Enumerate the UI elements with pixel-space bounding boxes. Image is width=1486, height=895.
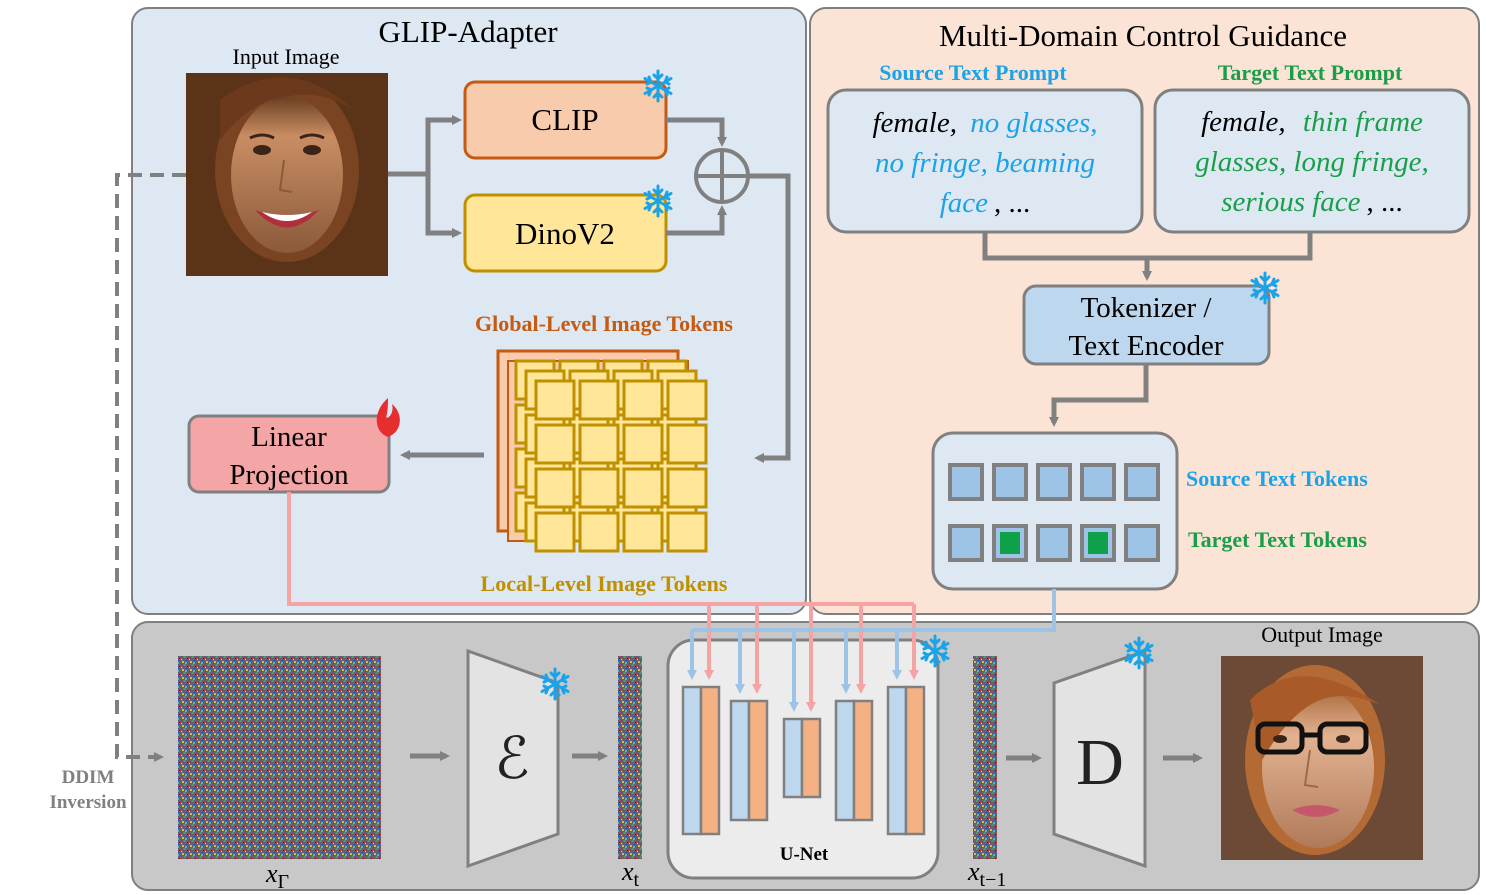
- unet-attention-block-text: [729, 699, 751, 822]
- unet-label: U-Net: [780, 844, 829, 865]
- clip-label: CLIP: [531, 102, 598, 137]
- target-text-token: [1036, 524, 1072, 562]
- ddim-inversion-dashed-arrow: [115, 173, 186, 762]
- xt-label: xt: [621, 857, 640, 891]
- tokenizer-line1: Tokenizer /: [1081, 292, 1213, 324]
- image-token: [578, 467, 620, 509]
- target-text-token: [1124, 524, 1160, 562]
- edited-target-text-token: [1088, 532, 1108, 554]
- unet-attention-block-text: [681, 685, 703, 836]
- source-prompt-line1: female, no glasses,: [872, 107, 1097, 139]
- input-image: [186, 73, 388, 276]
- target-prompt-label: Target Text Prompt: [1218, 60, 1403, 85]
- xt-1-label: xt−1: [967, 857, 1006, 891]
- latent-xt: [618, 656, 642, 859]
- unet-attention-block-text: [886, 685, 908, 836]
- decoder-trapezoid: [1052, 648, 1147, 869]
- x-gamma-label: xΓ: [265, 859, 289, 893]
- image-token: [622, 467, 664, 509]
- source-text-token: [948, 463, 984, 501]
- source-text-token: [1124, 463, 1160, 501]
- decoder-label: D: [1076, 726, 1124, 799]
- image-token: [534, 423, 576, 465]
- linear-label-line2: Projection: [229, 459, 349, 491]
- target-text-token: [948, 524, 984, 562]
- target-tokens-label: Target Text Tokens: [1188, 527, 1367, 552]
- dinov2-label: DinoV2: [515, 216, 615, 251]
- text-token-grid: [948, 463, 1160, 562]
- target-prompt-line3: serious face, ...: [1221, 186, 1403, 218]
- latent-xt-1: [973, 656, 997, 859]
- image-token: [578, 423, 620, 465]
- unet-attention-block-image: [800, 717, 822, 799]
- image-token: [666, 379, 708, 421]
- tokenizer-line2: Text Encoder: [1069, 330, 1224, 362]
- prompts-to-encoder-arrows: [982, 232, 1313, 281]
- guidance-title: Multi-Domain Control Guidance: [939, 18, 1347, 53]
- image-token: [534, 511, 576, 553]
- image-token: [666, 467, 708, 509]
- ddim-label-line2: Inversion: [49, 792, 127, 813]
- image-token: [622, 379, 664, 421]
- noise-image: [178, 656, 381, 859]
- local-tokens-label: Local-Level Image Tokens: [481, 571, 728, 596]
- output-image: [1221, 656, 1423, 860]
- encoder-label: ℰ: [494, 726, 529, 791]
- image-token: [622, 423, 664, 465]
- input-branch-arrows: [388, 115, 462, 238]
- source-tokens-label: Source Text Tokens: [1186, 466, 1368, 491]
- global-tokens-label: Global-Level Image Tokens: [475, 311, 733, 336]
- image-token: [666, 511, 708, 553]
- encoder-to-tokens-arrow: [1049, 364, 1149, 427]
- source-text-token: [1036, 463, 1072, 501]
- edited-target-text-token: [1000, 532, 1020, 554]
- target-prompt-line2: glasses, long fringe,: [1195, 146, 1429, 178]
- unet-blocks: [681, 685, 926, 836]
- source-text-token: [1080, 463, 1116, 501]
- target-prompt-line1: female, thin frame: [1201, 106, 1423, 138]
- unet-attention-block-image: [747, 699, 769, 822]
- text-tokens-box: [931, 431, 1179, 591]
- unet-attention-block-image: [904, 685, 926, 836]
- linear-label-line1: Linear: [251, 421, 327, 453]
- image-token: [622, 511, 664, 553]
- image-token: [534, 379, 576, 421]
- unet-attention-block-text: [834, 699, 856, 822]
- text-token-conditioning-lines: [687, 589, 1056, 712]
- feature-fusion-plus-icon: [694, 148, 750, 204]
- source-text-token: [992, 463, 1028, 501]
- unet-attention-block-text: [782, 717, 804, 799]
- image-token-conditioning-lines: [287, 492, 919, 712]
- trainable-fire-icon: [376, 398, 400, 437]
- image-token: [578, 379, 620, 421]
- source-prompt-label: Source Text Prompt: [879, 60, 1067, 85]
- source-prompt-line3: face, ...: [940, 187, 1031, 219]
- glip-title: GLIP-Adapter: [378, 14, 558, 49]
- image-token: [534, 467, 576, 509]
- encoder-trapezoid: [466, 648, 560, 869]
- ddim-label-line1: DDIM: [62, 767, 115, 788]
- input-image-label: Input Image: [233, 44, 340, 69]
- image-token: [578, 511, 620, 553]
- image-token: [666, 423, 708, 465]
- fusion-arrows: [666, 117, 791, 463]
- unet-attention-block-image: [699, 685, 721, 836]
- unet-attention-block-image: [852, 699, 874, 822]
- output-image-label: Output Image: [1261, 622, 1383, 647]
- source-prompt-line2: no fringe, beaming: [875, 147, 1095, 179]
- image-token-stack: [496, 349, 708, 553]
